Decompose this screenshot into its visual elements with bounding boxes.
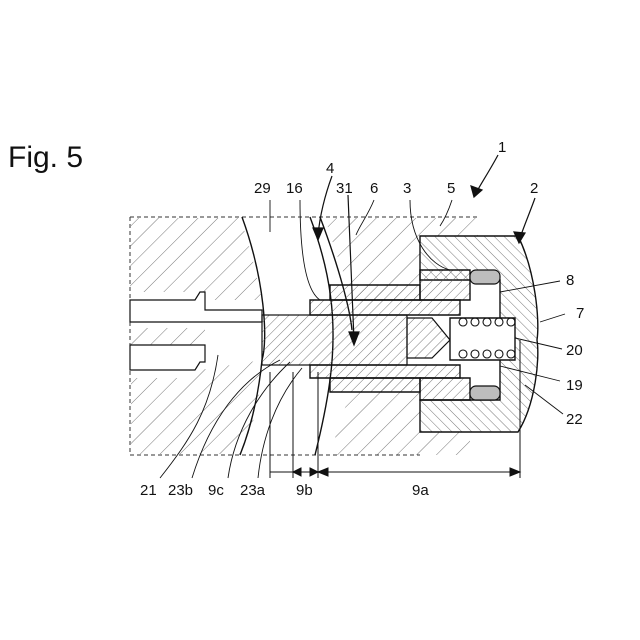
label-20: 20 xyxy=(566,342,583,359)
label-9b: 9b xyxy=(296,482,313,499)
label-5: 5 xyxy=(447,180,455,197)
left-housing-section xyxy=(130,218,262,454)
label-23a: 23a xyxy=(240,482,266,499)
label-9c: 9c xyxy=(208,482,224,499)
label-23b: 23b xyxy=(168,482,193,499)
label-16: 16 xyxy=(286,180,303,197)
label-9a: 9a xyxy=(412,482,429,499)
label-29: 29 xyxy=(254,180,271,197)
label-3: 3 xyxy=(403,180,411,197)
label-1: 1 xyxy=(498,139,506,156)
label-7: 7 xyxy=(576,305,584,322)
label-4: 4 xyxy=(326,160,334,177)
label-22: 22 xyxy=(566,411,583,428)
label-8: 8 xyxy=(566,272,574,289)
arrow-1 xyxy=(471,155,498,197)
arrow-2 xyxy=(514,198,535,243)
label-31: 31 xyxy=(336,180,353,197)
label-6: 6 xyxy=(370,180,378,197)
label-21: 21 xyxy=(140,482,157,499)
label-2: 2 xyxy=(530,180,538,197)
figure-title: Fig. 5 xyxy=(8,141,83,174)
label-19: 19 xyxy=(566,377,583,394)
